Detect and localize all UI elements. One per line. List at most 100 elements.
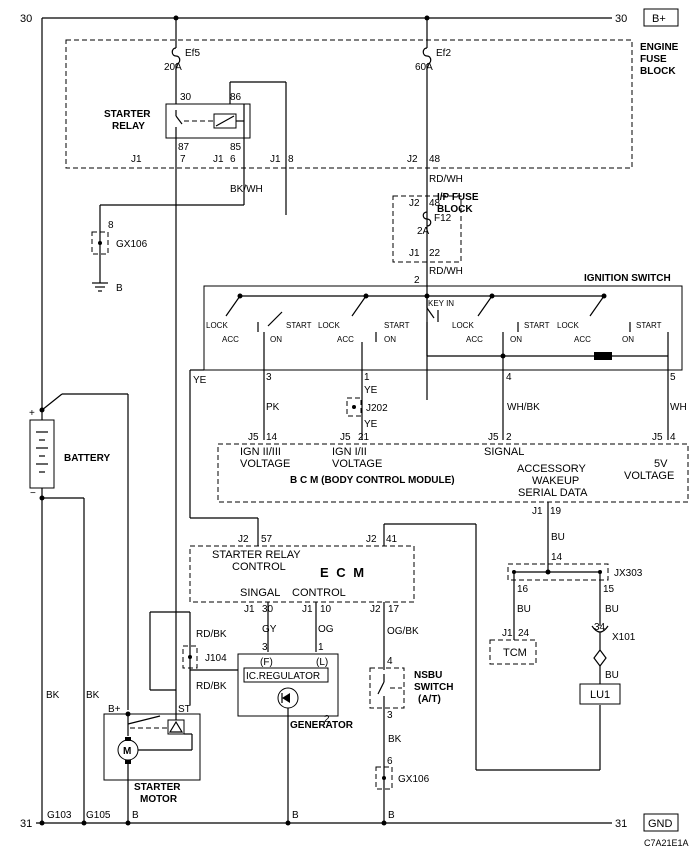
gen-pin-3: 3	[262, 642, 268, 653]
gx106-top	[91, 231, 109, 255]
ecm-j2-17-conn: J2	[370, 604, 381, 615]
generator-label: GENERATOR	[290, 720, 354, 731]
bcm-j5-4-pin: 4	[670, 432, 676, 443]
battery-plus: +	[29, 408, 35, 419]
battery-minus: −	[30, 488, 36, 499]
nsbu-label-2: SWITCH	[414, 682, 453, 693]
tcm-module	[489, 639, 537, 665]
bcm-j5-21-pin: 21	[358, 432, 370, 443]
ign-acc-1: ACC	[222, 335, 239, 344]
bcm-signal: SIGNAL	[484, 446, 524, 458]
relay-pin-85: 85	[230, 142, 242, 153]
wire-rd-wh-2: RD/WH	[429, 266, 463, 277]
fuse-ef5	[171, 47, 181, 65]
nsbu-switch	[369, 667, 405, 709]
starter-motor	[103, 713, 201, 781]
wire-bu-3: BU	[605, 604, 619, 615]
j2-48-pin: 48	[429, 154, 441, 165]
ecm-control: CONTROL	[292, 587, 346, 599]
jx303	[507, 563, 609, 581]
bcm-5v-voltage: VOLTAGE	[624, 470, 674, 482]
bcm-ign12: IGN I/II	[332, 446, 367, 458]
battery	[29, 419, 55, 489]
bcm-ign23: IGN II/III	[240, 446, 281, 458]
ign-acc-4: ACC	[574, 335, 591, 344]
starter-bplus: B+	[108, 704, 121, 715]
ign-lock-1: LOCK	[206, 321, 228, 330]
f12-label: F12	[434, 213, 452, 224]
ip-fuse-title-2: BLOCK	[437, 204, 473, 215]
bcm-serial-data: SERIAL DATA	[518, 487, 588, 499]
fuse-f12	[422, 211, 432, 227]
bcm-j1-19-pin: 19	[550, 506, 562, 517]
jx303-pin-14: 14	[551, 552, 563, 563]
tcm-conn: J1	[502, 628, 513, 639]
gx106-bottom-label: GX106	[398, 774, 430, 785]
bcm-j5-2-pin: 2	[506, 432, 512, 443]
ecm-module	[189, 545, 415, 603]
lu1-label: LU1	[590, 689, 610, 701]
j104-label: J104	[205, 653, 227, 664]
bcm-j5-21-conn: J5	[340, 432, 351, 443]
ground-b-nsbu: B	[388, 810, 395, 821]
wire-wh-bk: WH/BK	[507, 402, 540, 413]
bcm-j5-14-pin: 14	[266, 432, 278, 443]
j1-8-pin: 8	[288, 154, 294, 165]
ip-pin-48: 48	[429, 198, 441, 209]
wire-og-bk: OG/BK	[387, 626, 419, 637]
bcm-j5-4-conn: J5	[652, 432, 663, 443]
j1-6-conn: J1	[213, 154, 224, 165]
starter-relay-label-1: STARTER	[104, 109, 151, 120]
ign-start-1: START	[286, 321, 312, 330]
ef5-label: Ef5	[185, 48, 200, 59]
jx303-pin-15: 15	[603, 584, 615, 595]
ecm-j2-17-pin: 17	[388, 604, 400, 615]
j1-7-pin: 7	[180, 154, 186, 165]
ign-pin-5: 5	[670, 372, 676, 383]
ign-acc-2: ACC	[337, 335, 354, 344]
ground-b-top: B	[116, 283, 123, 294]
j202-label: J202	[366, 403, 388, 414]
ecm-j1-30-conn: J1	[244, 604, 255, 615]
wire-ye-j202-top: YE	[364, 385, 378, 396]
terminal-31-left: 31	[20, 818, 32, 830]
gx106-top-pin: 8	[108, 220, 114, 231]
terminal-31-right: 31	[615, 818, 627, 830]
ecm-j2-57-pin: 57	[261, 534, 273, 545]
bplus-label: B+	[652, 13, 666, 25]
bcm-5v: 5V	[654, 458, 668, 470]
ip-pin-22: 22	[429, 248, 441, 259]
wire-bk-wh: BK/WH	[230, 184, 263, 195]
wire-gy: GY	[262, 624, 277, 635]
gen-pin-1: 1	[318, 642, 324, 653]
ecm-j2-41-conn: J2	[366, 534, 377, 545]
gx106-bottom-pin: 6	[387, 756, 393, 767]
ign-on-2: ON	[384, 335, 396, 344]
wire-ye-left: YE	[193, 375, 207, 386]
j104	[182, 645, 198, 669]
nsbu-label-1: NSBU	[414, 670, 442, 681]
ground-g103: G103	[47, 810, 72, 821]
nsbu-label-3: (A/T)	[418, 694, 441, 705]
ef5-rating: 20A	[164, 62, 182, 73]
fuse-ef2	[422, 47, 432, 65]
ign-on-3: ON	[510, 335, 522, 344]
ground-g105: G105	[86, 810, 111, 821]
ref-code: C7A21E1A	[644, 838, 689, 848]
j2-48-conn: J2	[407, 154, 418, 165]
relay-pin-87: 87	[178, 142, 190, 153]
ecm-relay-ctrl-1: STARTER RELAY	[212, 549, 301, 561]
j1-6-pin: 6	[230, 154, 236, 165]
ignition-switch	[203, 285, 683, 371]
ip-j1: J1	[409, 248, 420, 259]
ign-pin-1: 1	[364, 372, 370, 383]
j1-7-conn: J1	[131, 154, 142, 165]
ign-lock-4: LOCK	[557, 321, 579, 330]
bplus-box	[643, 8, 679, 27]
starter-relay-label-2: RELAY	[112, 121, 145, 132]
ign-on-4: ON	[622, 335, 634, 344]
ip-fuse-block	[392, 195, 462, 263]
ecm-j2-57-conn: J2	[238, 534, 249, 545]
wire-rd-bk-1: RD/BK	[196, 629, 227, 640]
